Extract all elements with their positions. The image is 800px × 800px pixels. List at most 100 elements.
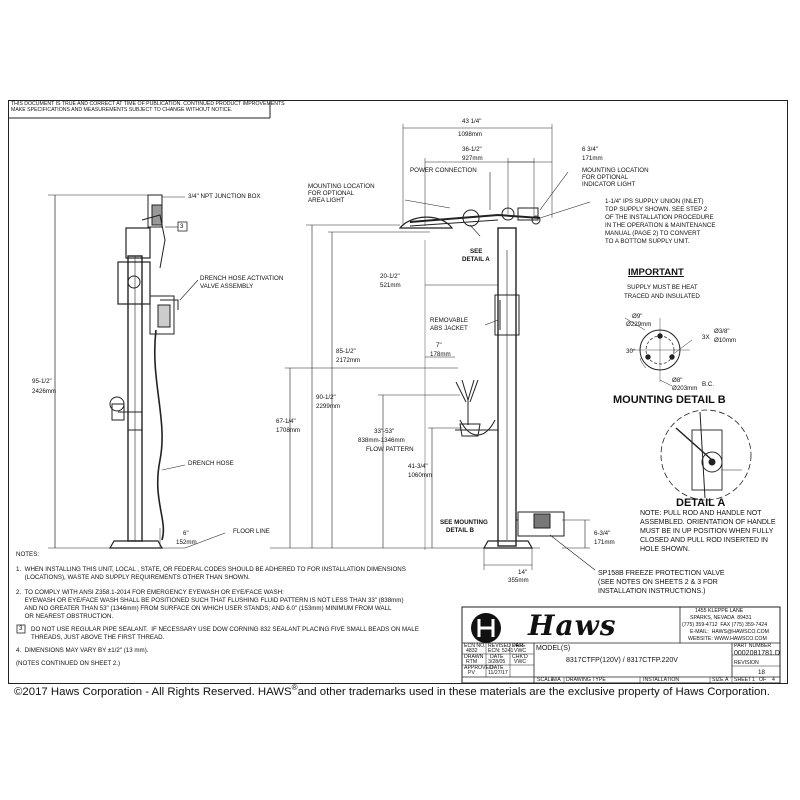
important-heading: IMPORTANT (628, 267, 684, 278)
haws-logo-mark (471, 613, 501, 643)
notes-continued: (NOTES CONTINUED ON SHEET 2.) (16, 660, 121, 667)
note-ref-3: 3 (180, 223, 184, 230)
revised-label: REVISED PER (488, 643, 523, 649)
approved-date-label: DATE (490, 665, 504, 671)
d85-mm-label: 2172mm (336, 357, 361, 364)
scale-label: SCALE (537, 677, 555, 683)
d20-in-label: 20-1/2" (380, 273, 400, 280)
dia9-in-label: Ø9" (632, 313, 643, 320)
base-mm-label: 152mm (176, 539, 197, 546)
ecn-label: ECN NO. (464, 643, 486, 649)
inner-in-label: 36-1/2" (462, 146, 482, 153)
detail-a-note-5: HOLE SHOWN. (640, 546, 690, 553)
ecn-value: 4832 (466, 648, 478, 654)
approved-label: APPROVED (464, 665, 493, 671)
drawing-type-label: DRAWING TYPE (566, 677, 606, 683)
mounting-detail-b-diagram (624, 317, 693, 387)
note-3-line-1: DO NOT USE REGULAR PIPE SEALANT. IF NECE… (31, 626, 419, 633)
width-in-label: 43 1/4" (462, 118, 482, 125)
ecn-date-value: VWC (514, 648, 527, 654)
area-light-label-1: MOUNTING LOCATION (308, 183, 375, 190)
address-line-2: SPARKS, NEVADA 89431 (690, 615, 752, 621)
width-mm-label: 1098mm (458, 131, 483, 138)
approved-date-value: 11/27/17 (488, 670, 508, 676)
model-value: 8317CTFP(120V) / 8317CTFP.220V (566, 657, 678, 664)
sheet-total: 4 (772, 677, 775, 683)
note-1-line-2: (LOCATIONS), WASTE AND SUPPLY REQUIREMEN… (16, 574, 250, 581)
checked-label: CHK'D (512, 654, 528, 660)
disclaimer-line-2: MAKE SPECIFICATIONS AND MEASUREMENTS SUB… (11, 107, 233, 113)
part-number-label: PART NUMBER (734, 643, 772, 649)
area-light-label-2: FOR OPTIONAL (308, 190, 355, 197)
d90-in-label: 90-1/2" (316, 394, 336, 401)
note-3-number: 3 (19, 625, 23, 632)
sp158-label-3: INSTALLATION INSTRUCTIONS.) (598, 588, 706, 595)
registered-mark: ® (291, 683, 298, 692)
note-3-line-2: THREADS, JUST ABOVE THE FIRST THREAD. (31, 634, 165, 641)
dia9-mm-label: Ø229mm (626, 321, 652, 328)
size-value: A (725, 677, 729, 683)
see-mounting-b-2: DETAIL B (446, 527, 474, 534)
sheet-of-label: OF (759, 677, 767, 683)
d67-mm-label: 1708mm (276, 427, 301, 434)
revision-label: REVISION (734, 660, 759, 666)
supply-label-1: 1-1/4" IPS SUPPLY UNION (INLET) (605, 198, 704, 205)
area-light-label-3: AREA LIGHT (308, 197, 345, 204)
detail-a-note-1: NOTE: PULL ROD AND HANDLE NOT (640, 510, 762, 517)
junction-box-label: 3/4" NPT JUNCTION BOX (188, 193, 261, 200)
note-2-line-4: OR NEAREST OBSTRUCTION. (16, 613, 114, 620)
drench-valve-label-2: VALVE ASSEMBLY (200, 283, 254, 290)
floor-line-label: FLOOR LINE (233, 528, 270, 535)
title-block-lines (461, 606, 781, 684)
inner-mm-label: 927mm (462, 155, 483, 162)
detail-a-note-2: ASSEMBLED. ORIENTATION OF HANDLE (640, 519, 776, 526)
checked-value: VWC (514, 659, 527, 665)
height-mm-label: 2426mm (32, 388, 57, 395)
d33-label-2: 838mm-1346mm (358, 437, 405, 444)
important-text-1: SUPPLY MUST BE HEAT (627, 284, 698, 291)
detail-a-note-4: CLOSED AND PULL ROD INSERTED IN (640, 537, 768, 544)
supply-label-3: OF THE INSTALLATION PROCEDURE (605, 214, 714, 221)
d90-mm-label: 2299mm (316, 403, 341, 410)
hole-mm-label: Ø10mm (714, 337, 737, 344)
d7-mm-label: 178mm (430, 351, 451, 358)
approved-value: PV (468, 670, 475, 676)
notes-heading: NOTES: (16, 551, 40, 558)
note-2-line-2: EYEWASH OR EYE/FACE WASH SHALL BE POSITI… (16, 597, 404, 604)
note-2-line-1: 2. TO COMPLY WITH ANSI Z358.1-2014 FOR E… (16, 589, 284, 596)
supply-label-6: TO A BOTTOM SUPPLY UNIT. (605, 238, 690, 245)
address-line-5: WEBSITE: WWW.HAWSCO.COM (688, 636, 767, 642)
d20-mm-label: 521mm (380, 282, 401, 289)
sp158-label-1: SP158B FREEZE PROTECTION VALVE (598, 570, 725, 577)
drawn-label: DRAWN (464, 654, 484, 660)
address-line-3: (775) 359-4712 FAX (775) 359-7424 (682, 622, 768, 628)
d634-mm-label: 171mm (594, 539, 615, 546)
drawing-sheet-border (8, 100, 788, 684)
d33-label-1: 33"-53" (374, 428, 395, 435)
d14-mm-label: 355mm (508, 577, 529, 584)
model-label: MODEL(S) (536, 645, 571, 652)
see-detail-a-1: SEE (470, 248, 483, 255)
indicator-label-3: INDICATOR LIGHT (582, 181, 636, 188)
abs-label-1: REMOVABLE (430, 317, 469, 324)
supply-label-5: MANUAL (PAGE 2) TO CONVERT (605, 230, 701, 237)
height-in-label: 95-1/2" (32, 378, 52, 385)
copyright-text-1: ©2017 Haws Corporation - All Rights Rese… (14, 685, 292, 698)
hole-count-label: 3X (702, 334, 710, 341)
note-1-line-1: 1. WHEN INSTALLING THIS UNIT, LOCAL , ST… (16, 566, 406, 573)
copyright-text-2: and other trademarks used in these mater… (297, 685, 770, 698)
abs-label-2: ABS JACKET (430, 325, 468, 332)
drawing-type-value: INSTALLATION (643, 677, 680, 683)
drench-hose-label: DRENCH HOSE (188, 460, 234, 467)
see-mounting-b-1: SEE MOUNTING (440, 519, 488, 526)
ecn-date-label: DATE (512, 643, 526, 649)
note-2-line-3: AND NO GREATER THAN 53" (1346mm) FROM SU… (16, 605, 392, 612)
hole-in-label: Ø3/8" (714, 328, 730, 335)
drawn-date-label: DATE (490, 654, 504, 660)
see-detail-a-2: DETAIL A (462, 256, 490, 263)
d85-in-label: 85-1/2" (336, 348, 356, 355)
d14-in-label: 14" (518, 569, 528, 576)
detail-a-diagram (660, 409, 752, 501)
indicator-label-1: MOUNTING LOCATION (582, 167, 649, 174)
